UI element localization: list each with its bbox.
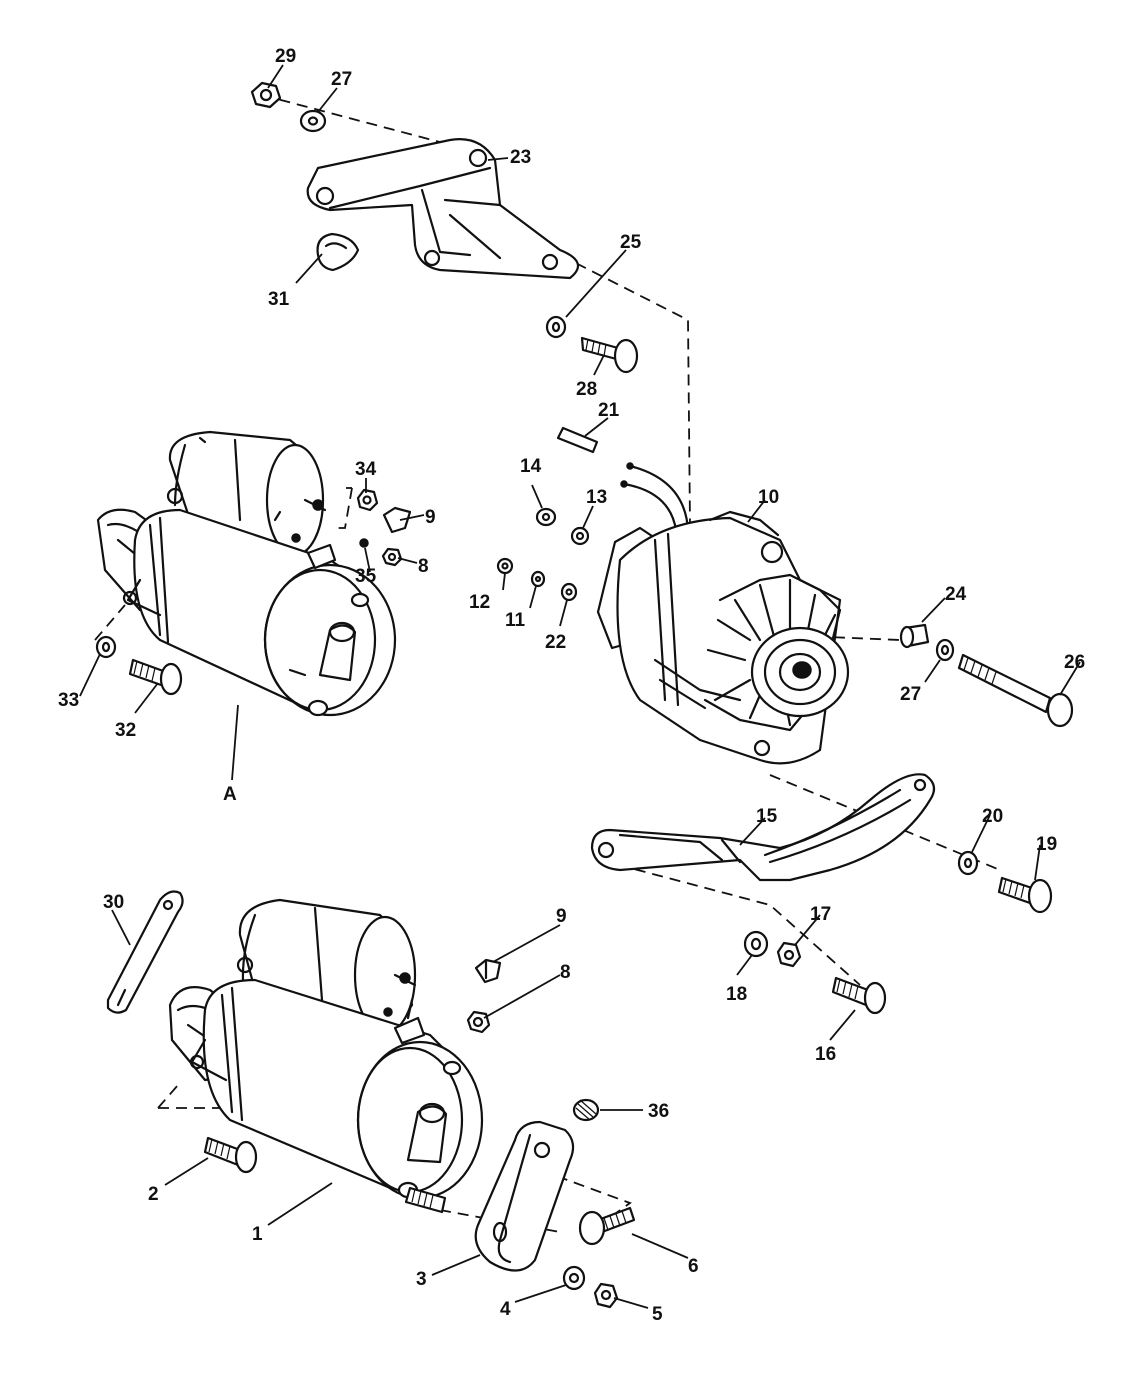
starter-motor-A	[96, 430, 397, 717]
callout-2: 2	[148, 1184, 159, 1205]
bolt-32	[128, 658, 183, 696]
callout-29: 29	[275, 46, 296, 67]
brace-3	[474, 1120, 575, 1272]
callout-12: 12	[469, 592, 490, 613]
callout-17: 17	[810, 904, 831, 925]
callout-10: 10	[758, 487, 779, 508]
callout-34: 34	[355, 459, 377, 480]
shim-30	[106, 890, 184, 1014]
callout-3: 3	[416, 1269, 427, 1290]
callout-32: 32	[115, 720, 136, 741]
callout-22: 22	[545, 632, 566, 653]
leader-lines	[79, 64, 1081, 1309]
washer-33	[95, 635, 117, 659]
nut-8-lower	[466, 1010, 491, 1034]
callout-8-upper: 8	[418, 556, 429, 577]
callout-26: 26	[1064, 652, 1085, 673]
washer-18	[743, 930, 769, 958]
nut-5	[593, 1282, 619, 1309]
callout-31: 31	[268, 289, 290, 310]
washer-27-right	[935, 638, 955, 662]
bolt-19	[997, 876, 1053, 914]
nut-12	[496, 557, 514, 575]
callout-13: 13	[586, 487, 607, 508]
washer-11	[530, 570, 546, 588]
callout-8-lower: 8	[560, 962, 571, 983]
washer-22	[560, 582, 578, 602]
callout-25: 25	[620, 232, 642, 253]
callout-18: 18	[726, 984, 747, 1005]
nut-34	[356, 488, 379, 512]
callout-36: 36	[648, 1101, 669, 1122]
callout-23: 23	[510, 147, 531, 168]
adjusting-bracket-15	[590, 773, 936, 882]
spring-36	[572, 1098, 600, 1122]
callout-11: 11	[505, 610, 526, 631]
washer-4	[562, 1265, 586, 1291]
callout-20: 20	[982, 806, 1003, 827]
washer-20	[957, 850, 979, 876]
clip-31	[316, 232, 360, 272]
callout-33: 33	[58, 690, 79, 711]
spacer-24	[899, 623, 930, 649]
bolt-9-lower	[474, 958, 502, 984]
nut-8-upper	[381, 547, 403, 567]
nut-17	[776, 941, 802, 968]
nut-29	[250, 81, 282, 109]
callout-A: A	[223, 784, 237, 805]
callout-16: 16	[815, 1044, 836, 1065]
callout-27-top: 27	[331, 69, 352, 90]
callout-4: 4	[500, 1299, 511, 1320]
callout-5: 5	[652, 1304, 663, 1325]
screw-6	[578, 1206, 636, 1246]
washer-27-top	[299, 109, 327, 133]
bolt-2	[203, 1136, 258, 1174]
callout-9-lower: 9	[556, 906, 567, 927]
callout-1: 1	[252, 1224, 263, 1245]
callout-27-right: 27	[900, 684, 921, 705]
callout-35: 35	[355, 566, 377, 587]
alternator-10	[596, 462, 850, 765]
bolt-28	[580, 336, 639, 374]
nut-14	[535, 507, 557, 527]
callout-15: 15	[756, 806, 778, 827]
pin-21	[556, 426, 599, 454]
callout-30: 30	[103, 892, 124, 913]
callout-6: 6	[688, 1256, 699, 1277]
callout-28: 28	[576, 379, 597, 400]
callout-19: 19	[1036, 834, 1057, 855]
washer-13	[570, 526, 590, 546]
callout-labels: 29 27 23 31 25 28 21 14 13 34 9 8 35 12 …	[58, 46, 1085, 1325]
callout-24: 24	[945, 584, 967, 605]
bolt-26	[957, 653, 1074, 728]
washer-25	[545, 315, 567, 339]
upper-mounting-bracket	[306, 138, 580, 280]
callout-9-upper: 9	[425, 507, 436, 528]
bolt-16	[831, 976, 887, 1015]
starter-motor-1	[168, 898, 484, 1214]
callout-21: 21	[598, 400, 620, 421]
bolt-9-upper	[382, 506, 412, 534]
washer-35	[359, 538, 369, 548]
callout-14: 14	[520, 456, 542, 477]
